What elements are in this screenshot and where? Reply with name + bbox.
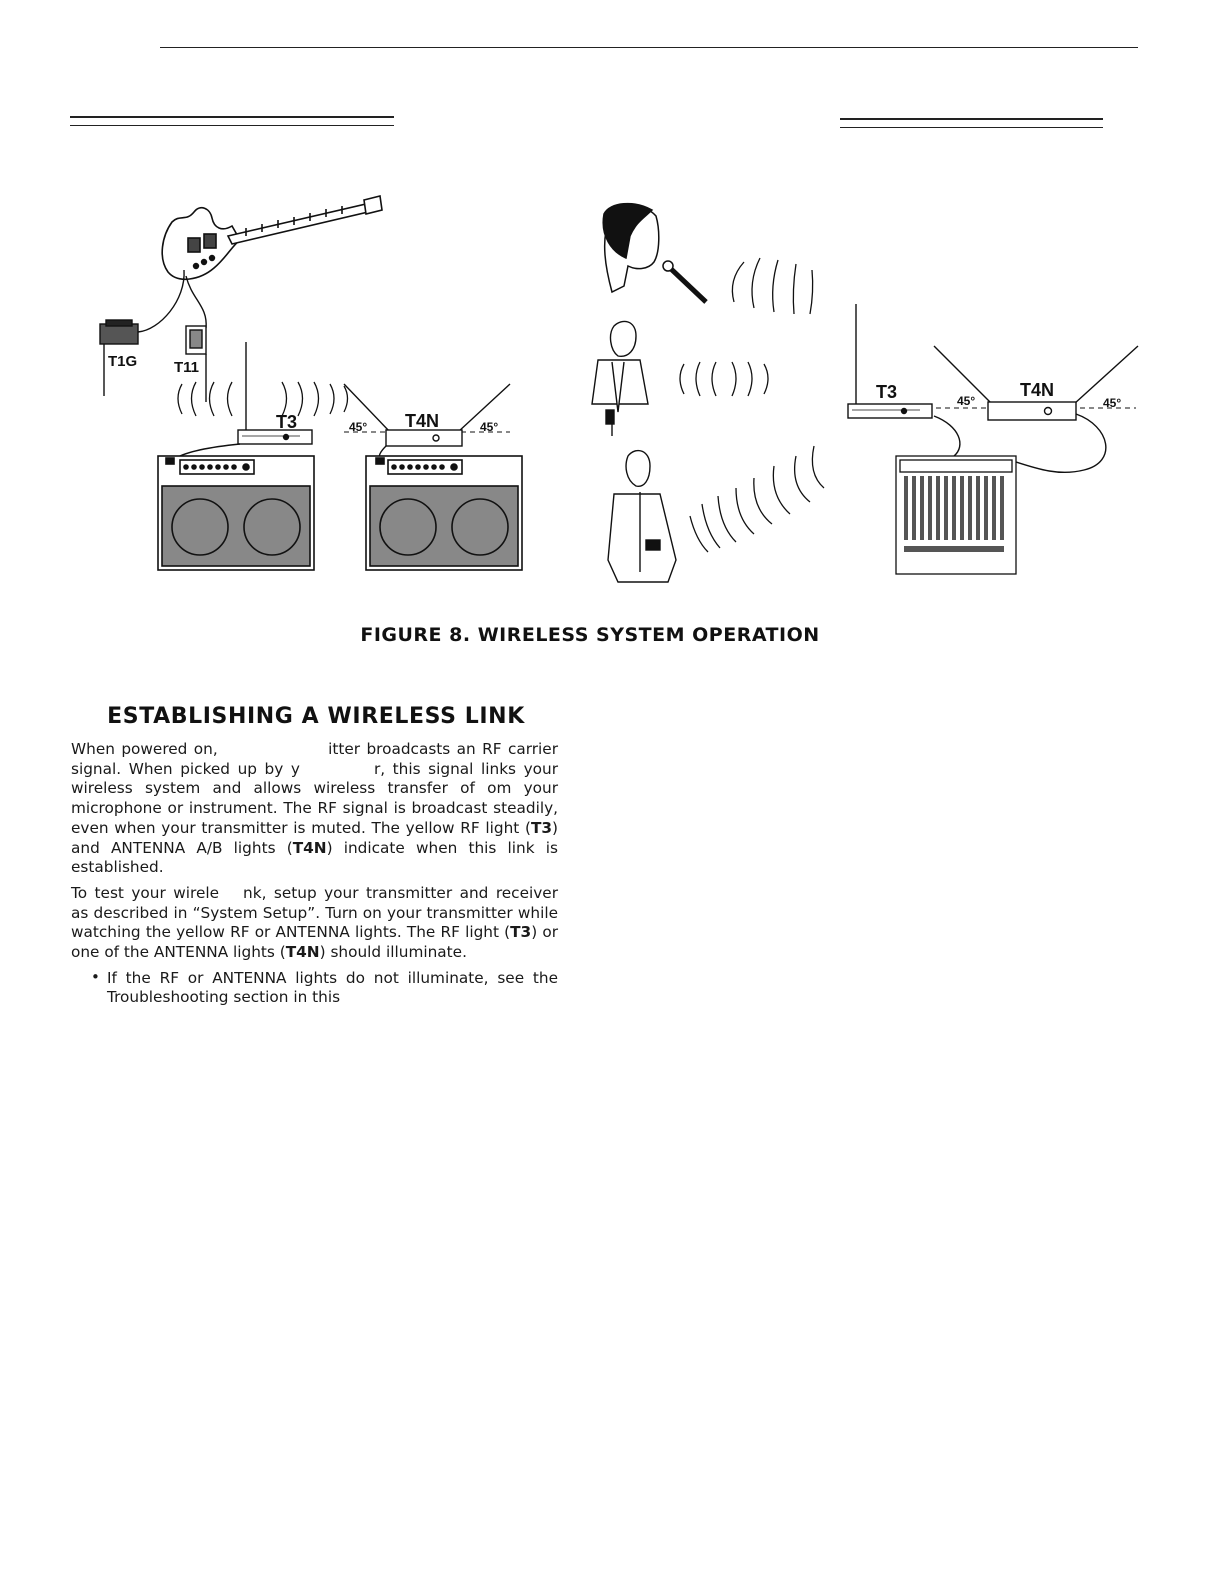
p2-text-3: ) or one of the ANTENNA lights ( — [71, 923, 558, 962]
label-t4n-left: T4N — [405, 411, 439, 431]
guitar-amp-left — [157, 455, 315, 571]
p2-bold-t4n: T4N — [285, 943, 320, 962]
label-t3-right: T3 — [876, 382, 897, 402]
paragraph-1: When powered on, itter broadcasts an RF … — [71, 740, 558, 878]
man-with-bodypack — [607, 449, 677, 583]
electric-guitar — [161, 195, 383, 280]
p1-text-1: When powered on, — [71, 740, 225, 758]
vocalist-with-handheld-mic — [602, 202, 708, 304]
p1-text-6: ) indicate when this link is established… — [71, 838, 558, 877]
guitar-amp-right — [365, 455, 523, 571]
p2-text-1: To test your wirele — [71, 883, 220, 902]
presenter-with-headset — [591, 320, 649, 436]
troubleshooting-bullet: • If the RF or ANTENNA lights do not illu… — [71, 967, 558, 1008]
section-body: When powered on, itter broadcasts an RF … — [71, 740, 558, 1008]
section-rule-right-bottom — [840, 127, 1103, 128]
p2-bold-t3: T3 — [510, 923, 532, 942]
t4n-receiver-left — [343, 383, 511, 447]
header-rule — [160, 47, 1138, 48]
label-t1g: T1G — [108, 353, 137, 370]
label-angle-left-2: 45° — [480, 420, 498, 434]
section-rule-left-top — [70, 116, 394, 118]
t4n-receiver-right — [933, 345, 1139, 421]
section-heading: ESTABLISHING A WIRELESS LINK — [107, 704, 525, 729]
label-angle-right-2: 45° — [1103, 396, 1121, 410]
t11-transmitter — [185, 325, 207, 402]
t1g-transmitter — [99, 319, 139, 396]
t3-receiver-right — [847, 304, 933, 419]
bullet-dot: • — [91, 967, 100, 986]
rf-waves-headset — [679, 361, 769, 397]
figure-caption: FIGURE 8. WIRELESS SYSTEM OPERATION — [360, 624, 820, 646]
rf-waves-bodypack — [689, 445, 825, 553]
p1-text-3: r, this signal links your wireless syste… — [71, 759, 558, 798]
section-rule-right-top — [840, 118, 1103, 120]
label-t3-left: T3 — [276, 412, 297, 432]
p2-text-4: ) should illuminate. — [319, 943, 467, 962]
label-angle-right-1: 45° — [957, 394, 975, 408]
label-t11: T11 — [174, 359, 199, 376]
wireless-system-figure: T1G T11 T3 T4N 45° 45° T3 T4N 45° 45° — [99, 195, 1139, 583]
p1-text-4: om your microphone or instrument. The RF… — [71, 779, 558, 837]
t3-receiver-left — [237, 342, 313, 445]
p2-text-2: nk, setup your transmitter and receiver … — [71, 883, 559, 942]
label-angle-left-1: 45° — [349, 420, 367, 434]
p1-bold-t4n: T4N — [292, 838, 327, 857]
p1-text-5: ) and ANTENNA A/B lights ( — [71, 818, 558, 857]
label-t4n-right: T4N — [1020, 380, 1054, 400]
rf-waves-left — [177, 381, 349, 417]
rf-waves-vocal — [731, 257, 814, 315]
p1-bold-t3: T3 — [530, 818, 553, 837]
mixing-console — [895, 455, 1017, 575]
p1-text-2: itter broadcasts an RF carrier signal. W… — [71, 740, 559, 778]
section-rule-left-bottom — [70, 125, 394, 126]
bullet-text: If the RF or ANTENNA lights do not illum… — [107, 968, 558, 1007]
